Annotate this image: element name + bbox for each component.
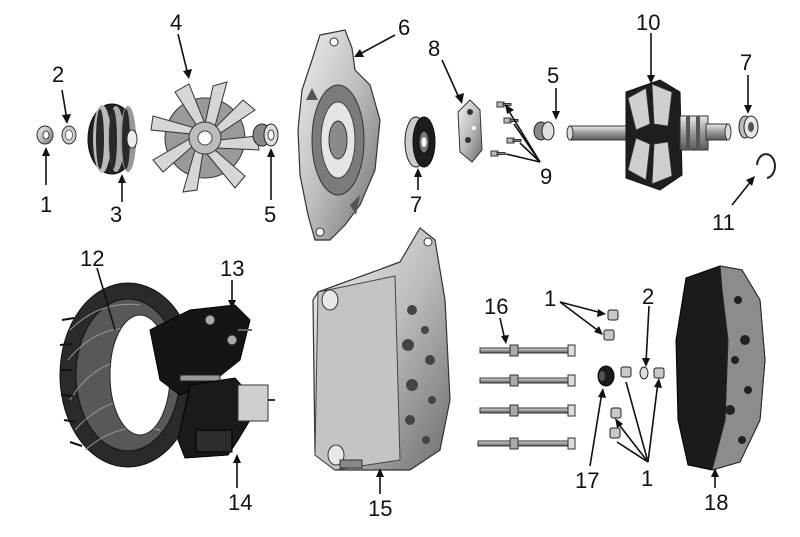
label-part-3: 3 <box>110 202 122 227</box>
leader-lines <box>42 33 755 494</box>
part-fan-4 <box>150 81 260 193</box>
part-spacer-5b <box>533 121 555 141</box>
part-rotor-10 <box>566 79 732 191</box>
label-part-2b: 2 <box>642 284 654 309</box>
label-part-5b: 5 <box>547 63 559 88</box>
through-bolt <box>477 437 576 450</box>
label-part-16: 16 <box>484 294 508 319</box>
label-part-2: 2 <box>52 62 64 87</box>
label-part-7: 7 <box>410 192 422 217</box>
label-part-14: 14 <box>228 490 252 515</box>
part-snap-ring-11 <box>756 153 776 179</box>
label-part-6: 6 <box>398 15 410 40</box>
part-regulator-14 <box>177 377 275 459</box>
part-bearing-7a <box>404 116 436 168</box>
part-drive-end-frame-6 <box>297 29 381 241</box>
label-part-7b: 7 <box>740 50 752 75</box>
label-part-18: 18 <box>704 490 728 515</box>
part-spacer-5a <box>252 123 279 147</box>
part-rear-cover-18 <box>675 265 766 471</box>
label-part-4: 4 <box>170 10 182 35</box>
label-part-1c: 1 <box>641 466 653 491</box>
label-part-12: 12 <box>80 246 104 271</box>
label-part-13: 13 <box>220 256 244 281</box>
part-pulley-3 <box>87 103 138 175</box>
label-part-1: 1 <box>40 192 52 217</box>
label-part-8: 8 <box>428 36 440 61</box>
part-slip-ring-frame-15 <box>312 227 451 471</box>
part-screws-9 <box>490 101 522 157</box>
part-washer-2 <box>61 125 77 145</box>
part-rectifier-13 <box>149 304 252 396</box>
label-part-15: 15 <box>368 496 392 521</box>
label-part-11: 11 <box>712 210 735 235</box>
part-nuts-1-bottom <box>603 309 665 439</box>
through-bolt <box>479 404 576 417</box>
label-part-10: 10 <box>636 10 660 35</box>
part-nut-1 <box>36 125 54 145</box>
part-labels: 1 2 3 4 5 6 7 8 5 9 10 7 11 12 13 14 15 … <box>40 10 752 521</box>
part-through-bolts-16 <box>477 344 576 450</box>
label-part-5: 5 <box>264 202 276 227</box>
through-bolt <box>479 344 576 357</box>
part-retainer-plate-8 <box>457 99 483 163</box>
part-insulator-17 <box>597 365 615 387</box>
part-washer-2b <box>639 366 649 380</box>
label-part-17: 17 <box>575 468 599 493</box>
through-bolt <box>479 374 576 387</box>
label-part-1b: 1 <box>544 286 556 311</box>
label-part-9: 9 <box>540 164 552 189</box>
part-bearing-7b <box>738 115 759 139</box>
